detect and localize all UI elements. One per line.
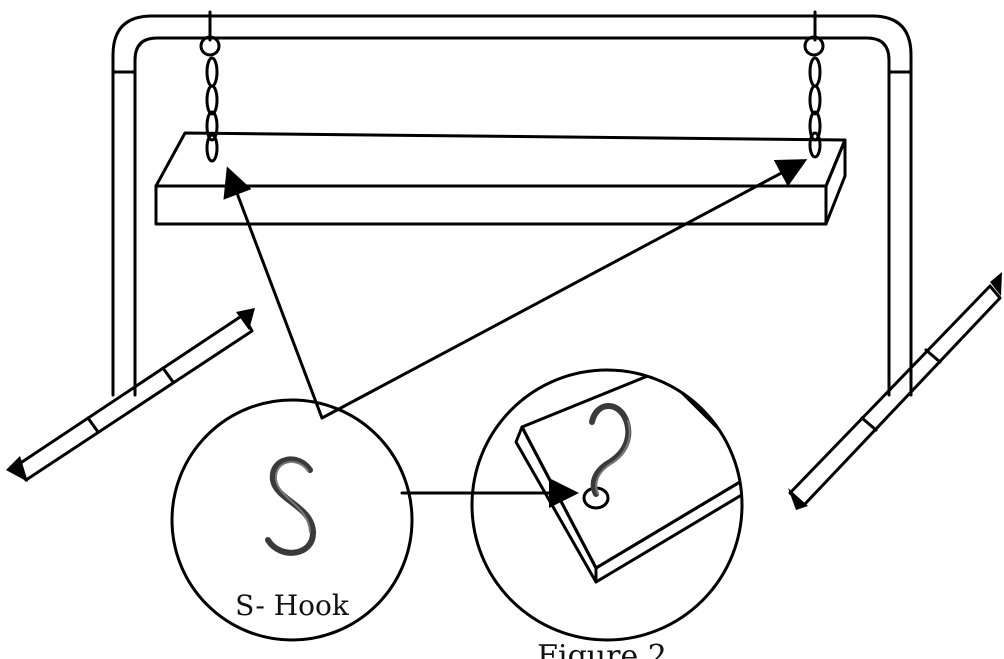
hook-detail-circle <box>470 368 744 642</box>
swing-frame <box>111 10 913 397</box>
right-chain <box>803 35 825 159</box>
s-hook-callout-circle <box>170 398 414 642</box>
frame-outer-line <box>111 14 913 397</box>
left-foot-end-cap <box>6 456 28 482</box>
s-hook-label: S- Hook <box>235 589 350 622</box>
left-foot <box>6 308 255 482</box>
detail-hook-icon <box>589 403 632 497</box>
detail-seat-edge <box>514 425 598 584</box>
right-foot <box>788 272 1002 510</box>
arrow-to-right-chain <box>320 159 808 420</box>
seat-top-face <box>154 131 847 188</box>
figure-caption: Figure 2 <box>537 639 667 659</box>
seat-side-face <box>824 138 847 226</box>
detail-seat-top <box>520 370 742 570</box>
left-foot-top-cap <box>236 308 255 330</box>
swing-seat <box>154 131 847 226</box>
hook-detail-callout <box>470 368 744 642</box>
right-foot-end-cap <box>788 488 808 510</box>
right-foot-top-cap <box>990 272 1002 296</box>
s-hook-icon <box>265 456 317 556</box>
seat-front-face <box>154 184 828 226</box>
left-chain <box>199 35 221 163</box>
s-hook-callout: S- Hook <box>170 398 414 642</box>
frame-inner-line <box>133 36 891 397</box>
arrow-to-left-chain <box>223 166 324 420</box>
